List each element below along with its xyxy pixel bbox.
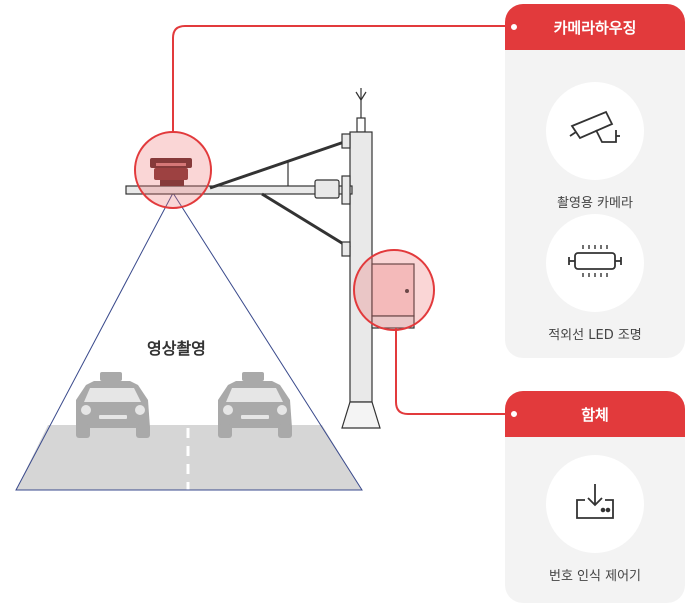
connector-camera xyxy=(172,25,508,132)
icon-circle xyxy=(546,82,644,180)
component-camera: 촬영용 카메라 xyxy=(505,82,685,211)
icon-circle xyxy=(546,214,644,312)
connector-enclosure xyxy=(395,328,508,415)
icon-circle xyxy=(546,455,644,553)
cctv-camera-icon xyxy=(566,108,624,154)
camera-housing xyxy=(150,158,192,186)
component-ir-led: 적외선 LED 조명 xyxy=(505,214,685,343)
road-surface xyxy=(16,425,362,490)
enclosure-panel: 함체 번호 인식 제어기 xyxy=(505,391,685,603)
enclosure-highlight xyxy=(353,249,435,331)
control-box xyxy=(371,263,415,329)
panel-header: 카메라하우징 xyxy=(505,4,685,50)
camera-housing-highlight xyxy=(134,131,212,209)
panel-title: 함체 xyxy=(581,405,609,424)
pole xyxy=(125,88,381,429)
camera-housing-panel: 카메라하우징 촬영용 카메라 xyxy=(505,4,685,358)
component-plate-reader: 번호 인식 제어기 xyxy=(505,455,685,584)
component-label: 적외선 LED 조명 xyxy=(548,328,642,343)
component-label: 촬영용 카메라 xyxy=(557,196,633,211)
component-label: 번호 인식 제어기 xyxy=(549,569,641,584)
license-reader-icon xyxy=(573,482,617,526)
connector-dot xyxy=(509,409,519,419)
connector-dot xyxy=(509,22,519,32)
infrared-led-icon xyxy=(565,241,625,285)
panel-title: 카메라하우징 xyxy=(553,18,637,37)
camera-view-beam xyxy=(15,192,363,491)
road-capture-label: 영상촬영 xyxy=(147,339,206,358)
panel-header: 함체 xyxy=(505,391,685,437)
